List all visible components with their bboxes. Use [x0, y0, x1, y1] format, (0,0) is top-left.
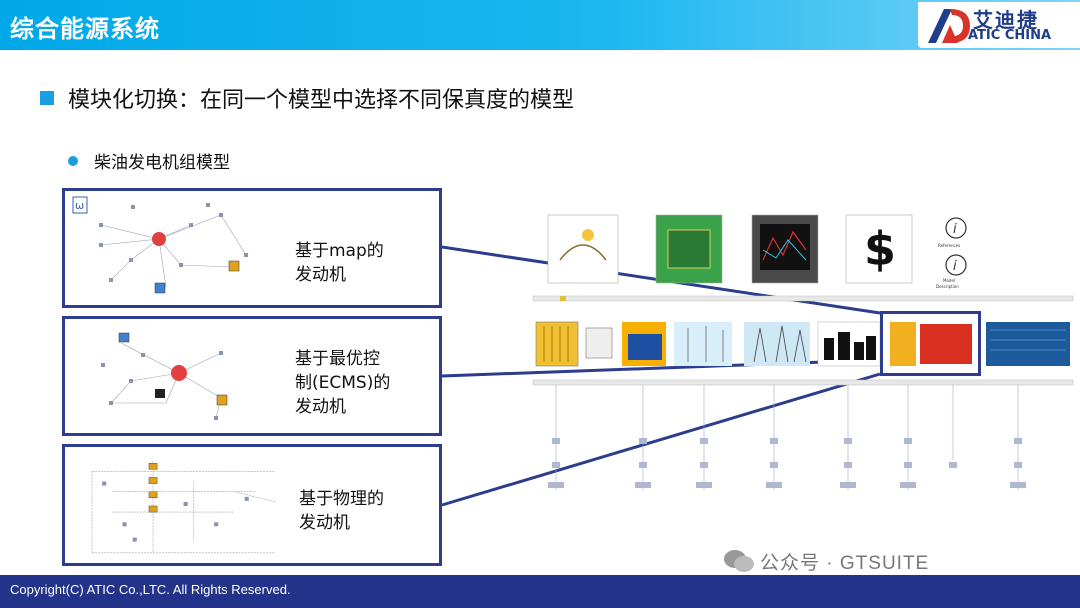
model-label: Model — [943, 278, 955, 283]
references-label: References — [938, 243, 960, 248]
top-row-tiles: $ i References i Model Description — [547, 214, 967, 289]
info-icon — [945, 217, 967, 239]
ecms-engine-box: 基于最优控 制(ECMS)的 发动机 — [62, 316, 442, 436]
footer-bar: Copyright(C) ATIC Co.,LTC. All Rights Re… — [0, 575, 1080, 608]
dollar-icon: $ — [864, 222, 896, 276]
sub-bullet: 柴油发电机组模型 — [68, 148, 230, 173]
svg-text:i: i — [953, 222, 957, 237]
ecms-engine-label-line2: 制(ECMS)的 — [295, 373, 391, 393]
watermark-text: 公众号 · GTSUITE — [760, 553, 930, 574]
main-bullet: 模块化切换：在同一个模型中选择不同保真度的模型 — [40, 82, 574, 114]
header-bar: 综合能源系统 艾迪捷 ATIC CHINA — [0, 0, 1080, 50]
square-bullet-icon — [40, 91, 54, 105]
map-engine-model-thumbnail: ω — [72, 196, 248, 294]
logo-chinese-text: 艾迪捷 — [973, 8, 1039, 32]
ecms-engine-label-line1: 基于最优控 — [295, 349, 380, 369]
copyright-text: Copyright(C) ATIC Co.,LTC. All Rights Re… — [10, 582, 291, 597]
map-engine-label: 基于map的 发动机 — [295, 239, 384, 287]
map-engine-label-line1: 基于map的 — [295, 241, 384, 261]
ecms-engine-label: 基于最优控 制(ECMS)的 发动机 — [295, 347, 390, 419]
middle-row-tiles — [535, 321, 1070, 367]
diesel-generator-highlight — [880, 311, 981, 376]
description-label: Description — [936, 284, 959, 289]
map-engine-label-line2: 发动机 — [295, 265, 346, 285]
slide-title: 综合能源系统 — [10, 15, 160, 43]
physics-engine-label: 基于物理的 发动机 — [299, 487, 384, 535]
circle-bullet-icon — [68, 155, 78, 166]
svg-text:ω: ω — [75, 199, 84, 212]
ecms-engine-label-line3: 发动机 — [295, 397, 346, 417]
atic-logo-icon — [928, 9, 970, 43]
physics-engine-label-line1: 基于物理的 — [299, 489, 384, 509]
wechat-icon — [724, 550, 754, 572]
ecms-engine-model-thumbnail — [101, 332, 228, 420]
physics-engine-model-thumbnail — [91, 461, 276, 554]
map-engine-box: ω 基于map的 发动机 — [62, 188, 442, 308]
model-info-icon — [945, 254, 967, 276]
energy-system-diagram: $ i References i Model Description — [532, 214, 1074, 490]
company-logo: 艾迪捷 ATIC CHINA — [918, 2, 1080, 48]
main-bullet-text: 模块化切换：在同一个模型中选择不同保真度的模型 — [68, 88, 575, 113]
sub-bullet-text: 柴油发电机组模型 — [94, 153, 230, 173]
logo-english-text: ATIC CHINA — [968, 28, 1052, 43]
physics-engine-box: 基于物理的 发动机 — [62, 444, 442, 566]
svg-text:i: i — [953, 259, 957, 274]
physics-engine-label-line2: 发动机 — [299, 513, 350, 533]
